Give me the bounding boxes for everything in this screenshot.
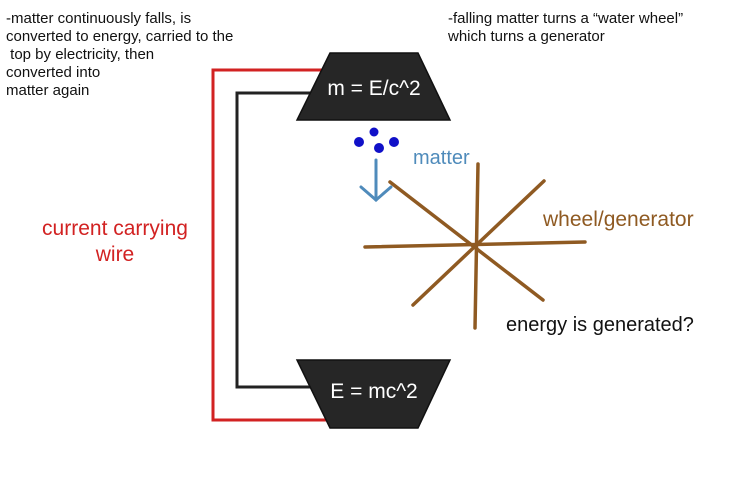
matter-label: matter xyxy=(413,147,470,169)
right-annotation: -falling matter turns a “water wheel” wh… xyxy=(448,10,684,45)
down-arrow-icon xyxy=(359,158,393,202)
black-wire xyxy=(235,91,312,389)
matter-dots xyxy=(354,127,399,153)
matter-dot xyxy=(354,137,364,147)
red-wire xyxy=(211,68,328,422)
top-converter-block xyxy=(295,52,452,121)
matter-dot xyxy=(369,127,379,137)
wheel-generator-label: wheel/generator xyxy=(543,208,694,231)
wheel-generator xyxy=(363,162,587,330)
wheel-spoke xyxy=(363,240,587,249)
matter-dot xyxy=(374,143,384,153)
left-annotation: -matter continuously falls, is converted… xyxy=(6,10,234,99)
matter-dot xyxy=(389,137,399,147)
wire-label: current carrying wire xyxy=(42,217,188,266)
energy-label: energy is generated? xyxy=(506,314,694,336)
wheel-spoke xyxy=(388,180,545,302)
top-equation: m = E/c^2 xyxy=(327,77,421,100)
bottom-converter-block xyxy=(295,359,452,429)
bottom-equation: E = mc^2 xyxy=(330,380,418,403)
